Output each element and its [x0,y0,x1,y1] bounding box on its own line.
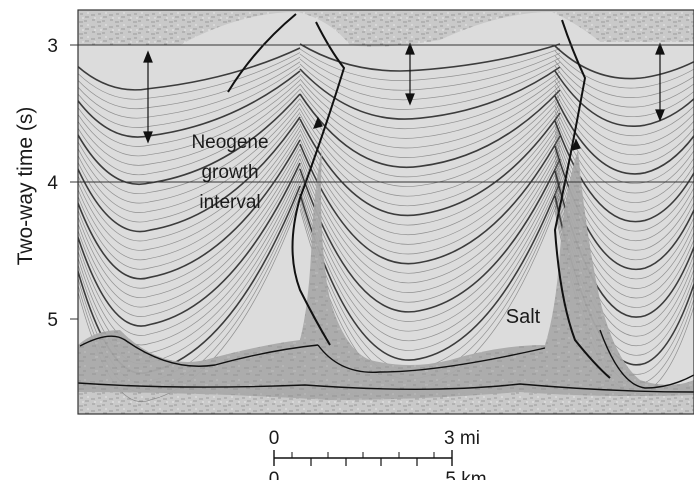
reflector-1-12 [299,98,561,187]
reflector-2-9 [554,90,694,165]
reflector-0-14 [78,112,301,223]
reflector-0-9 [78,89,301,176]
reflector-2-10 [554,95,694,175]
reflector-1-20 [299,135,561,265]
annotation-salt: Salt [506,306,541,328]
thickness-arrows [143,42,665,151]
reflector-1-23 [299,149,561,293]
reflector-1-28 [299,172,561,342]
reflector-2-5 [554,70,694,127]
basin-boundary-lines [78,329,694,393]
reflector-1-10 [299,89,561,169]
reflector-1-0 [299,43,561,72]
reflector-0-6 [78,75,301,147]
reflector-1-8 [299,80,561,149]
reflector-1-22 [299,145,561,284]
fault-right [553,19,611,379]
reflector-1-9 [299,85,561,158]
reflector-0-16 [78,121,301,242]
y-tick-label-5: 5 [47,310,58,331]
reflector-1-6 [299,71,561,130]
reflector-1-27 [299,168,561,332]
reflector-0-3 [78,61,301,119]
scale-km-zero: 0 [269,469,280,480]
y-axis-title: Two-way time (s) [14,107,37,266]
right-basin-base [599,329,694,389]
fault-ramp-left [227,13,297,93]
reflector-0-15 [78,116,301,233]
reflector-0-10 [78,93,301,185]
reflector-1-4 [299,62,561,110]
reflector-1-26 [299,163,561,322]
reflector-1-3 [299,57,561,101]
reflector-2-12 [554,105,694,194]
annotation-interval: interval [199,192,260,213]
reflector-0-17 [78,126,301,251]
y-axis: 3 4 5 Two-way time (s) [14,36,78,331]
reflector-0-11 [78,98,301,194]
reflector-0-26 [78,167,301,336]
reflector-0-8 [78,84,301,166]
reflector-1-30 [299,181,561,361]
reflector-0-7 [78,79,301,157]
annotation-growth: growth [201,162,258,183]
reflector-1-7 [299,75,561,139]
annotation-neogene: Neogene [191,132,268,153]
reflector-0-25 [78,162,301,327]
y-tick-label-3: 3 [47,36,58,57]
scale-km-label: 5 km [445,469,486,480]
reflector-0-0 [78,47,301,91]
y-tick-label-4: 4 [47,173,58,194]
panel-frame [77,9,694,415]
reflector-1-11 [299,94,561,178]
reflector-2-3 [554,60,694,108]
reflector-0-22 [78,149,301,298]
reflector-1-15 [299,112,561,217]
reflector-1-2 [299,52,561,91]
scale-mi-zero: 0 [269,428,280,449]
reflector-0-27 [78,172,301,346]
reflector-0-13 [78,107,301,213]
reflector-1-5 [299,66,561,120]
reflector-2-8 [554,85,694,156]
reflector-1-1 [299,48,561,81]
faults [227,13,611,379]
reflector-0-12 [78,102,301,204]
middle-basin-base [317,344,546,373]
reflector-2-13 [554,110,694,203]
reflector-1-19 [299,131,561,255]
reflector-0-24 [78,158,301,317]
salt-base [78,382,694,393]
reflector-1-16 [299,117,561,226]
seismic-panel [78,10,694,414]
reflector-0-20 [78,139,301,280]
reflector-1-29 [299,177,561,351]
reflector-2-4 [554,65,694,117]
reflector-0-21 [78,144,301,289]
reflector-1-14 [299,108,561,207]
scale-bar: 0 3 mi 0 5 km [269,428,487,480]
reflector-2-2 [554,55,694,98]
salt-body [78,150,694,400]
reflector-0-18 [78,130,301,261]
fault-left [291,21,346,346]
reflector-0-23 [78,153,301,308]
reflector-1-21 [299,140,561,274]
left-basin-base [79,335,319,367]
reflector-2-1 [554,50,694,89]
reflector-1-17 [299,122,561,236]
scale-mi-label: 3 mi [444,428,480,449]
reflector-0-4 [78,66,301,128]
reflector-0-33 [78,199,301,402]
reflector-2-7 [554,80,694,146]
reflector-1-25 [299,158,561,313]
reflector-1-13 [299,103,561,197]
reflector-0-2 [78,56,301,109]
reflector-1-24 [299,154,561,303]
reflector-0-19 [78,135,301,270]
reflector-0-1 [78,52,301,100]
